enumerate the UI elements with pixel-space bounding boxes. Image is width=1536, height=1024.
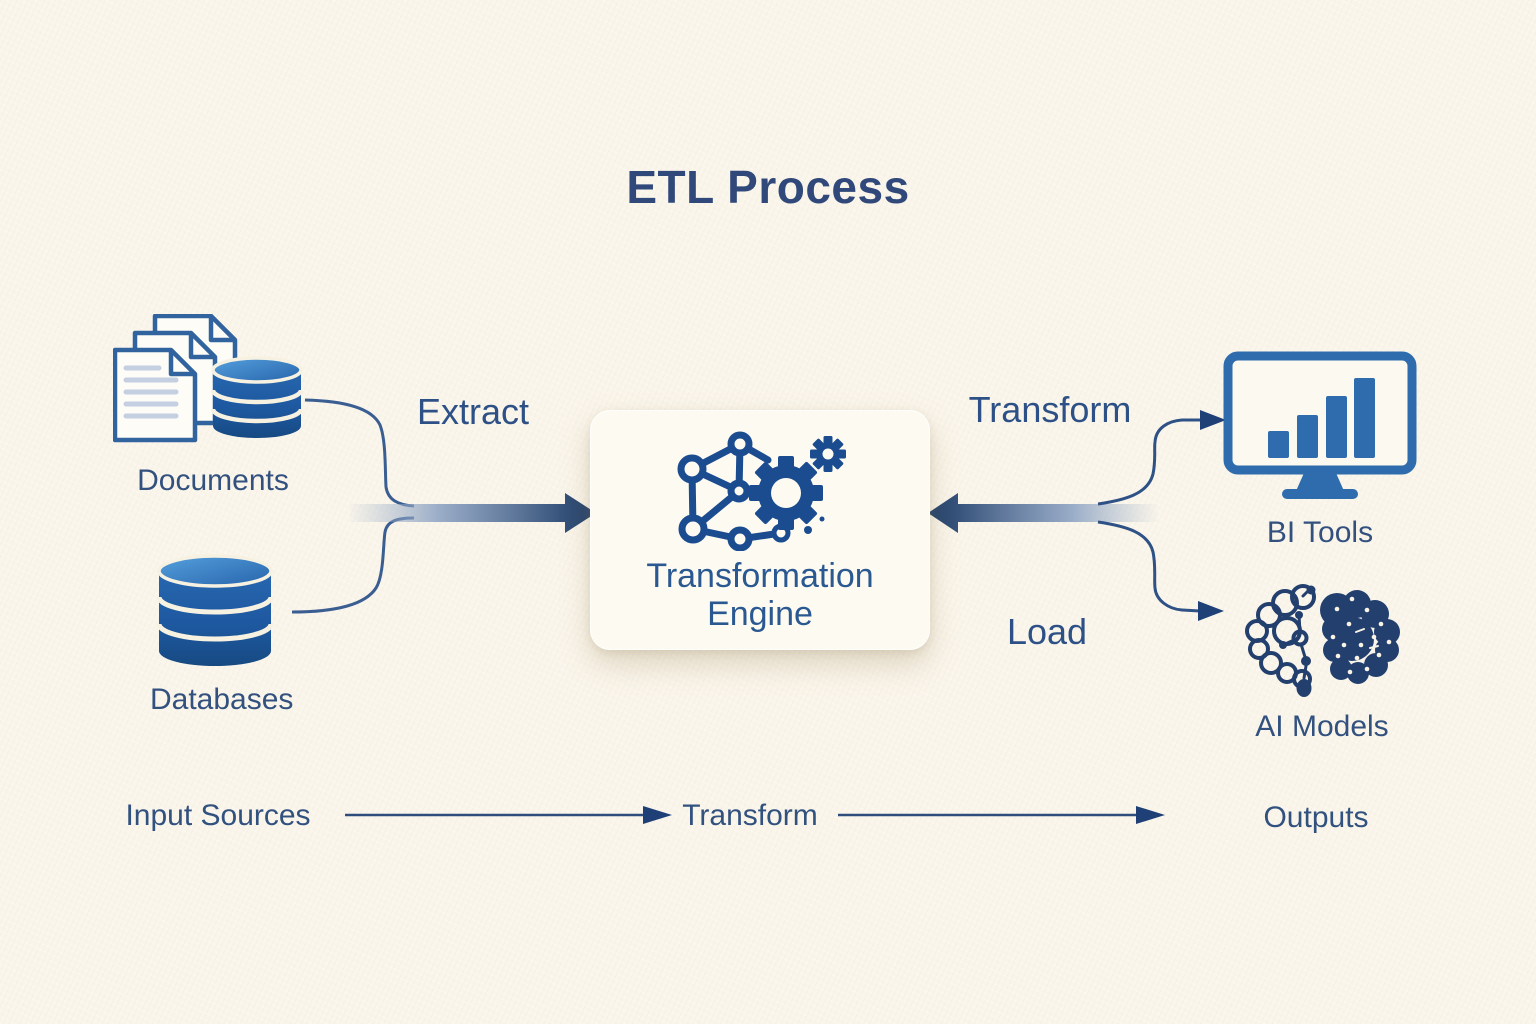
transform-edge-label: Transform	[968, 389, 1132, 430]
engine-to-ai-models-connector	[1097, 520, 1201, 613]
diagram-title: ETL Process	[626, 161, 910, 213]
databases-to-engine-connector	[291, 516, 415, 614]
bi-tools-arrowhead	[1200, 410, 1226, 430]
brain-icon	[1244, 584, 1400, 697]
flow-arrowhead-1	[643, 806, 672, 824]
documents-stack-database-icon	[113, 314, 304, 443]
transformation-engine-label: Transformation Engine	[646, 557, 874, 634]
databases-node: Databases	[150, 551, 294, 717]
load-arrow	[928, 493, 1158, 533]
network-gears-icon	[677, 431, 846, 551]
flow-step-transform: Transform	[682, 799, 818, 832]
flow-arrowhead-2	[1136, 806, 1165, 824]
brain-left-network	[1278, 585, 1315, 697]
small-gear	[809, 436, 846, 472]
small-database-cylinder	[210, 356, 304, 438]
brain-stem	[1296, 679, 1311, 697]
brain-right-solid-half	[1319, 590, 1400, 684]
bi-tools-node: BI Tools	[1216, 350, 1424, 550]
ai-models-arrowhead	[1198, 601, 1224, 621]
network-graph	[677, 431, 790, 551]
brain-neuron-dots	[1330, 596, 1391, 675]
transformation-engine-box: Transformation Engine	[590, 410, 930, 650]
bi-tools-label: BI Tools	[1266, 516, 1374, 549]
gear-detail-dot-small	[819, 516, 824, 522]
bar-chart-bars	[1268, 378, 1375, 458]
documents-to-engine-connector	[304, 398, 415, 508]
load-edge-label: Load	[1006, 611, 1088, 652]
gear-detail-dot	[803, 526, 812, 534]
large-gear	[748, 456, 823, 530]
page-front	[113, 347, 198, 443]
engine-to-bi-tools-connector	[1097, 418, 1202, 506]
flow-step-input-sources: Input Sources	[125, 799, 311, 832]
monitor-stand	[1282, 473, 1358, 499]
documents-label: Documents	[137, 464, 289, 497]
ai-models-label: AI Models	[1255, 710, 1389, 743]
extract-edge-label: Extract	[416, 391, 530, 432]
database-cylinder-icon	[156, 554, 274, 666]
documents-node: Documents	[108, 314, 318, 498]
brain-neuron-dashes	[1354, 628, 1379, 649]
page-text-lines	[123, 365, 179, 419]
databases-label: Databases	[150, 683, 294, 716]
flow-step-outputs: Outputs	[1263, 801, 1369, 834]
monitor-screen	[1223, 351, 1417, 475]
bar-chart-monitor-icon	[1223, 351, 1417, 499]
ai-models-node: AI Models	[1238, 582, 1406, 744]
extract-arrow	[350, 493, 596, 533]
